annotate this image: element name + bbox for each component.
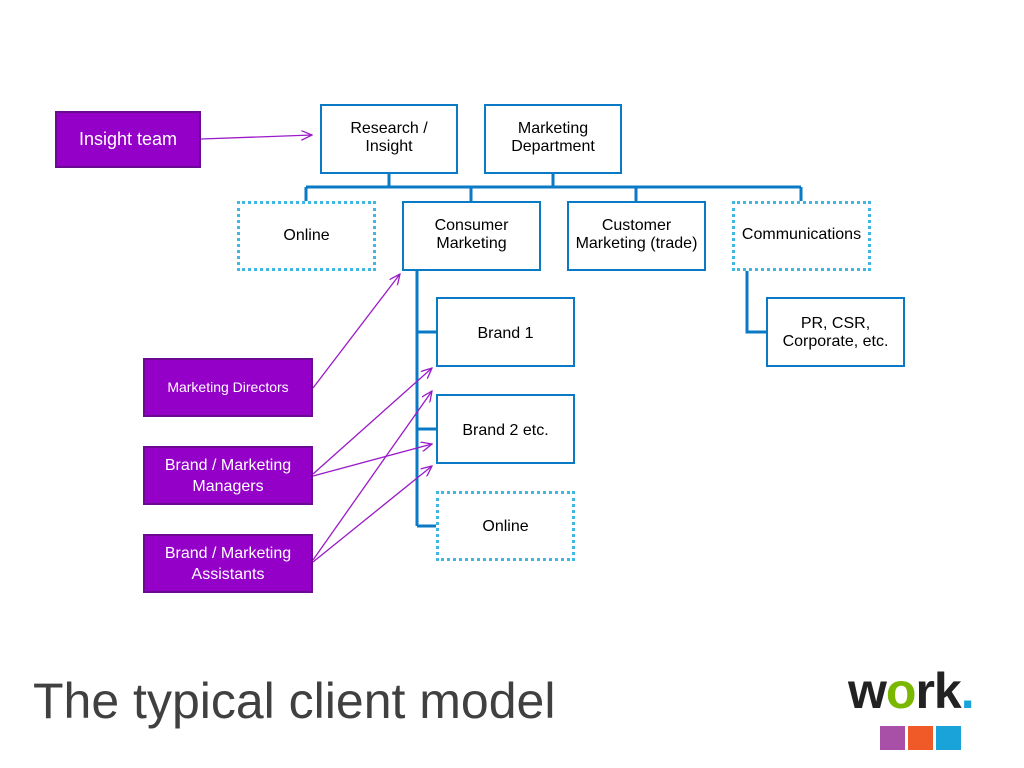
insight-team-box: Insight team	[55, 111, 201, 168]
logo-square-blue	[936, 726, 961, 750]
pr-csr-box: PR, CSR, Corporate, etc.	[766, 297, 905, 367]
arrow-assistants-to-brand2	[312, 466, 432, 563]
marketing-department-box: Marketing Department	[484, 104, 622, 174]
communications-label: Communications	[741, 226, 862, 243]
logo-wordmark: work.	[848, 662, 975, 720]
insight-team-label: Insight team	[78, 129, 178, 149]
brand-1-box: Brand 1	[436, 297, 575, 367]
arrow-managers-to-brand2	[312, 444, 432, 477]
arrow-assistants-to-brand1	[312, 391, 432, 561]
marketing-department-label: Marketing Department	[511, 120, 595, 155]
pr-csr-label: PR, CSR, Corporate, etc.	[782, 315, 889, 350]
logo-w: w	[848, 663, 887, 719]
brand-managers-box: Brand / Marketing Managers	[143, 446, 313, 505]
communications-box: Communications	[732, 201, 871, 271]
online-top-box: Online	[237, 201, 376, 271]
logo-dot: .	[960, 663, 975, 719]
work-logo: work.	[848, 663, 1008, 754]
arrow-managers-to-brand1	[312, 368, 432, 475]
customer-marketing-label: Customer Marketing (trade)	[575, 217, 698, 252]
arrow-directors-to-consumer	[312, 274, 400, 389]
research-insight-box: Research / Insight	[320, 104, 458, 174]
brand-2-box: Brand 2 etc.	[436, 394, 575, 464]
arrow-insight-to-research	[200, 135, 312, 139]
research-insight-label: Research / Insight	[350, 120, 428, 155]
connector-pr	[745, 270, 767, 334]
online-top-label: Online	[283, 227, 330, 244]
online-brand-label: Online	[482, 518, 529, 535]
online-brand-box: Online	[436, 491, 575, 561]
brand-1-label: Brand 1	[477, 325, 534, 342]
customer-marketing-box: Customer Marketing (trade)	[567, 201, 706, 271]
marketing-directors-label: Marketing Directors	[167, 379, 289, 395]
marketing-directors-box: Marketing Directors	[143, 358, 313, 417]
brand-2-label: Brand 2 etc.	[462, 422, 549, 439]
brand-assistants-box: Brand / Marketing Assistants	[143, 534, 313, 593]
brand-assistants-label: Brand / Marketing Assistants	[164, 544, 292, 583]
consumer-marketing-label: Consumer Marketing	[434, 217, 509, 252]
brand-managers-label: Brand / Marketing Managers	[164, 456, 292, 495]
consumer-marketing-box: Consumer Marketing	[402, 201, 541, 271]
logo-rk: rk	[915, 663, 961, 719]
logo-square-orange	[908, 726, 933, 750]
logo-o: o	[885, 663, 917, 719]
logo-square-purple	[880, 726, 905, 750]
slide-title: The typical client model	[33, 673, 556, 729]
